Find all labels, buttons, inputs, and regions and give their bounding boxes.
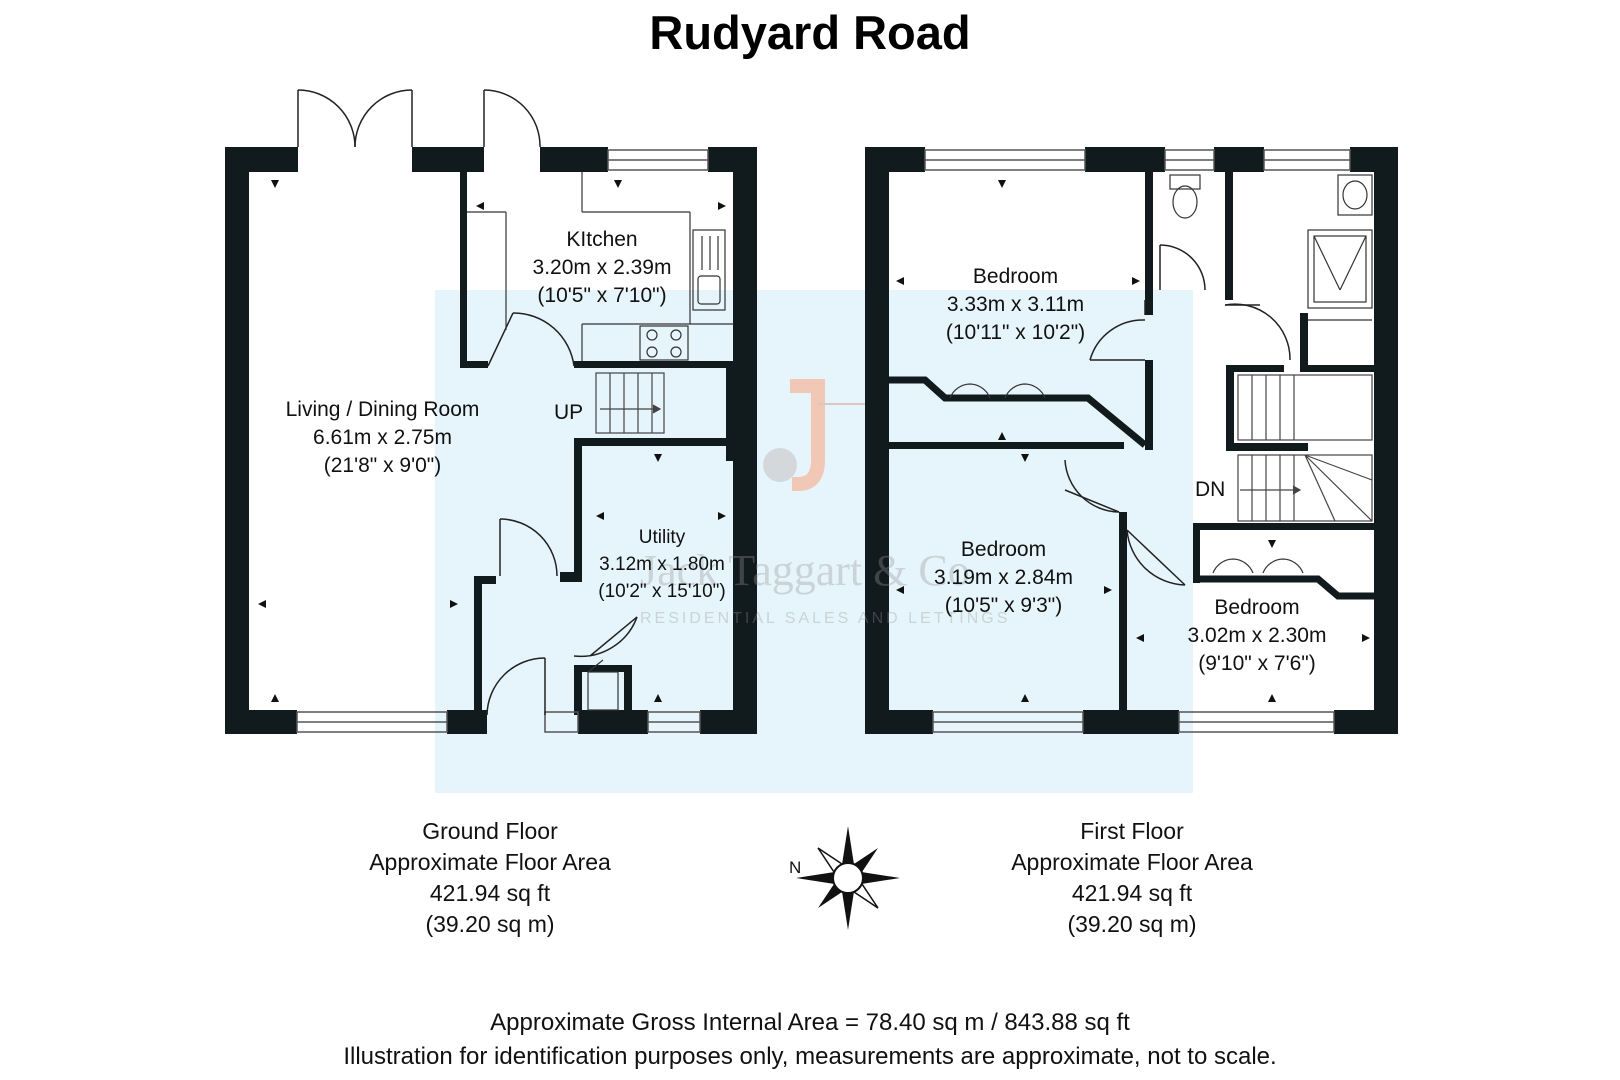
room-name: Utility	[638, 527, 686, 548]
floor-area-sqft: 421.94 sq ft	[429, 880, 551, 906]
compass-rose-icon	[796, 826, 900, 930]
ground-floor-area: Ground Floor Approximate Floor Area 421.…	[330, 816, 650, 940]
room-imperial: (10'2" x 15'10")	[598, 581, 726, 602]
room-label-bedroom-2: Bedroom 3.19m x 2.84m (10'5" x 9'3")	[906, 536, 1101, 620]
room-metric: 3.20m x 2.39m	[532, 256, 672, 279]
floor-area-label: Approximate Floor Area	[369, 849, 611, 875]
bedroom-wardrobe-wall	[889, 376, 1148, 448]
first-floor-stairs	[1237, 374, 1373, 522]
room-metric: 3.33m x 3.11m	[946, 293, 1085, 316]
room-label-kitchen: KItchen 3.20m x 2.39m (10'5" x 7'10")	[507, 226, 697, 310]
room-name: KItchen	[566, 228, 638, 251]
disclaimer: Illustration for identification purposes…	[343, 1043, 1277, 1070]
plan-title: Rudyard Road	[649, 6, 971, 59]
stairs-down-label: DN	[1195, 478, 1226, 501]
jt-logo-icon	[763, 379, 870, 491]
gross-internal-area: Approximate Gross Internal Area = 78.40 …	[490, 1009, 1130, 1036]
floor-name: Ground Floor	[422, 818, 558, 844]
room-name: Bedroom	[1214, 596, 1300, 619]
floor-name: First Floor	[1080, 818, 1184, 844]
room-label-living: Living / Dining Room 6.61m x 2.75m (21'8…	[255, 396, 510, 480]
bedroom3-wardrobe-wall	[1200, 575, 1376, 600]
room-imperial: (9'10" x 7'6")	[1198, 652, 1316, 675]
room-name: Living / Dining Room	[285, 398, 480, 421]
floor-area-label: Approximate Floor Area	[1011, 849, 1253, 875]
room-imperial: (10'5" x 9'3")	[944, 594, 1063, 617]
floor-area-sqft: 421.94 sq ft	[1071, 880, 1193, 906]
floor-area-sqm: (39.20 sq m)	[1067, 911, 1197, 937]
room-name: Bedroom	[972, 265, 1059, 288]
room-metric: 6.61m x 2.75m	[313, 426, 452, 449]
bathroom-fixtures	[1169, 174, 1373, 321]
room-imperial: (10'11" x 10'2")	[945, 321, 1086, 344]
ground-floor-windows	[296, 149, 709, 733]
dimension-markers	[258, 180, 1370, 702]
room-metric: 3.19m x 2.84m	[934, 566, 1073, 589]
utility-cupboard	[587, 659, 619, 711]
watermark-shade	[435, 290, 1193, 793]
stairs-up-label: UP	[554, 401, 584, 424]
room-metric: 3.12m x 1.80m	[599, 554, 725, 575]
watermark-tagline: RESIDENTIAL SALES AND LETTINGS	[640, 610, 1011, 627]
first-floor-area: First Floor Approximate Floor Area 421.9…	[972, 816, 1292, 940]
room-metric: 3.02m x 2.30m	[1187, 624, 1327, 647]
first-floor-doors	[1064, 244, 1291, 586]
room-label-bedroom-1: Bedroom 3.33m x 3.11m (10'11" x 10'2")	[918, 263, 1113, 347]
room-imperial: (21'8" x 9'0")	[323, 454, 442, 477]
kitchen-fixtures	[467, 172, 734, 361]
wardrobe-doors	[949, 383, 1304, 574]
room-name: Bedroom	[960, 538, 1047, 561]
room-label-utility: Utility 3.12m x 1.80m (10'2" x 15'10")	[572, 524, 752, 605]
floor-area-sqm: (39.20 sq m)	[425, 911, 555, 937]
watermark-company-name: Jack Taggart & Co	[640, 546, 970, 595]
first-floor-walls	[865, 147, 1398, 734]
ground-floor-stairs	[595, 372, 665, 434]
room-imperial: (10'5" x 7'10")	[537, 284, 667, 307]
ground-floor-doors	[297, 89, 638, 716]
compass-north-label: N	[789, 858, 802, 877]
ground-floor-walls	[225, 147, 757, 734]
room-label-bedroom-3: Bedroom 3.02m x 2.30m (9'10" x 7'6")	[1162, 594, 1352, 678]
first-floor-windows	[924, 149, 1351, 733]
